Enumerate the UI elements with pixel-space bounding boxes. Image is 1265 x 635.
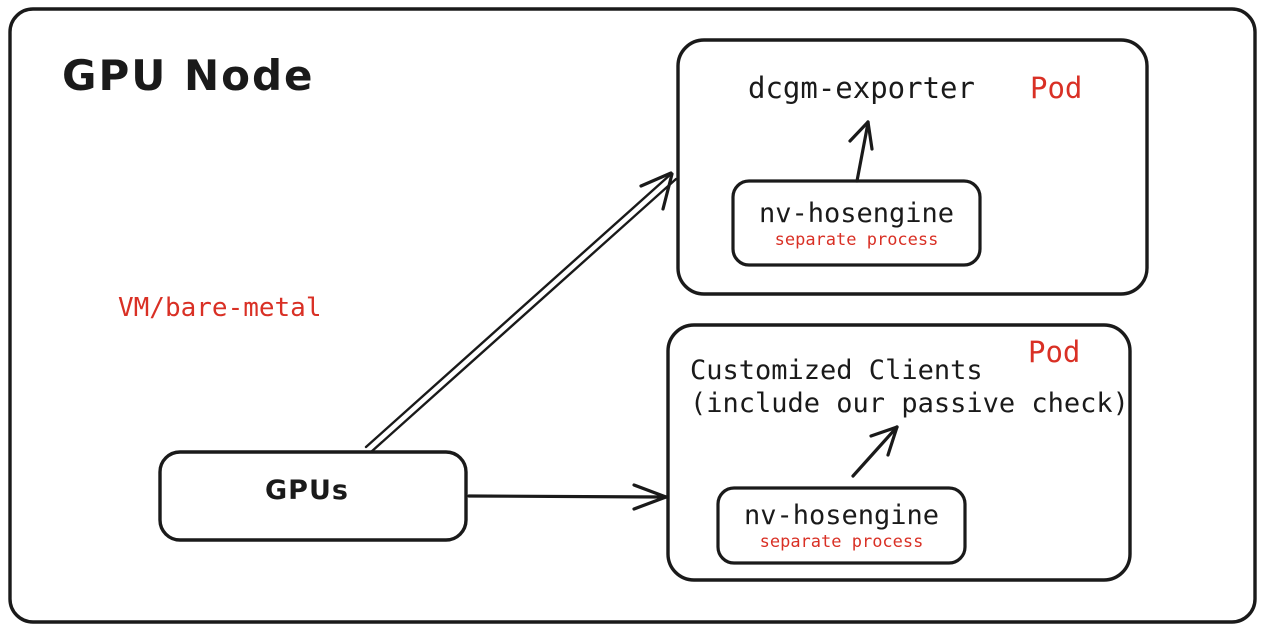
nv-hosengine-label-top: nv-hosengine <box>758 198 955 229</box>
pod-box-dcgm-exporter <box>676 38 1149 296</box>
dcgm-exporter-label: dcgm-exporter <box>748 71 975 105</box>
pod-box-customized-clients <box>666 323 1132 582</box>
gpus-label: GPUs <box>265 475 349 506</box>
page-title: GPU Node <box>62 51 315 100</box>
arrow-gpus-to-clients-pod <box>467 483 668 511</box>
pod-badge-top: Pod <box>1030 71 1083 105</box>
separate-process-note-top: separate process <box>774 230 939 250</box>
arrow-engine-to-dcgm-exporter <box>848 120 874 183</box>
nv-hosengine-label-bottom: nv-hosengine <box>743 500 940 531</box>
separate-process-note-bottom: separate process <box>759 532 924 552</box>
arrow-gpus-to-dcgm-pod <box>364 171 678 454</box>
gpus-box <box>158 450 468 542</box>
passive-check-label: (include our passive check) <box>690 388 1129 419</box>
pod-badge-bottom: Pod <box>1028 335 1081 369</box>
gpu-node-container <box>8 7 1257 624</box>
vm-bare-metal-label: VM/bare-metal <box>118 293 322 323</box>
arrow-engine-to-passive-check <box>851 425 899 478</box>
customized-clients-label: Customized Clients <box>690 355 983 386</box>
nv-hosengine-box-bottom <box>716 486 967 565</box>
